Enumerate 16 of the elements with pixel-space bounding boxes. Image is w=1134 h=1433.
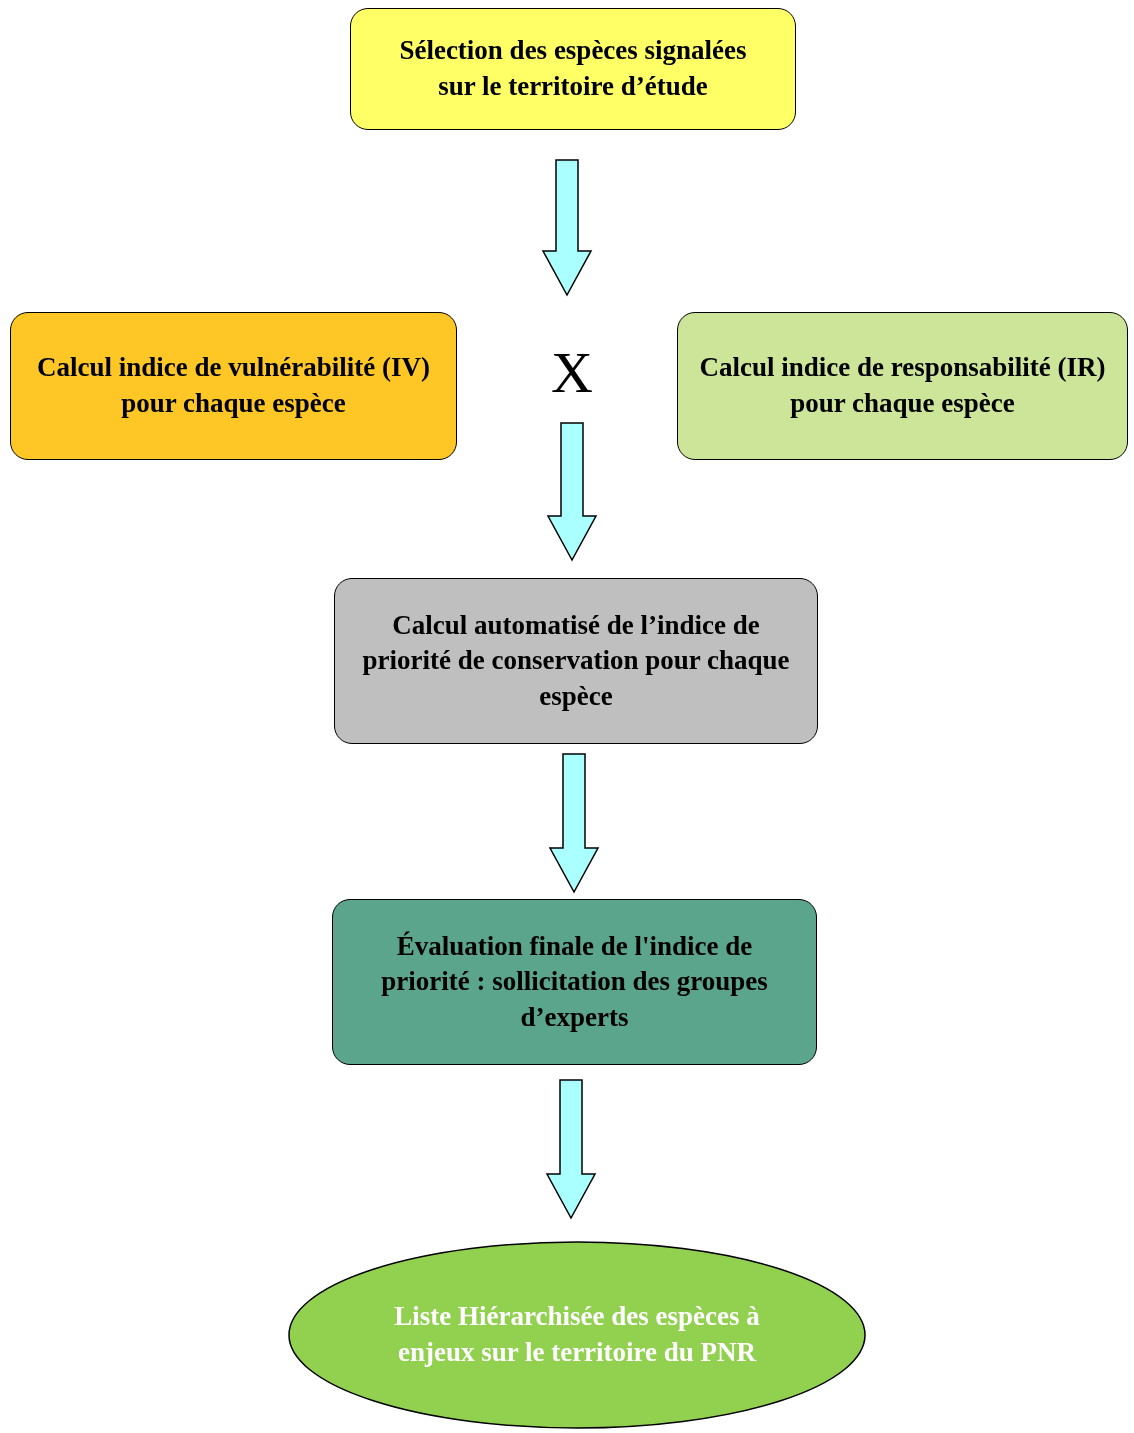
node-text: Calcul indice de responsabilité (IR) pour chaque espèce <box>698 351 1107 420</box>
process-box <box>10 312 457 460</box>
block-arrow <box>548 753 600 894</box>
block-arrow <box>546 422 598 562</box>
process-box <box>334 578 818 744</box>
block-arrow <box>545 1079 597 1220</box>
process-box <box>332 899 817 1065</box>
process-box <box>677 312 1128 460</box>
multiplication-sign: X <box>551 338 593 407</box>
node-text: Évaluation finale de l'indice de priorité : sollicitation des groupes d’experts <box>380 929 769 1034</box>
node-text: Calcul automatisé de l’indice de priorité de conservation pour chaque espèce <box>361 608 791 713</box>
block-arrow <box>541 159 593 297</box>
node-text: Liste Hiérarchisée des espèces à enjeux sur le territoire du PNR <box>393 1300 761 1369</box>
node-text: Sélection des espèces signalées sur le territoire d’étude <box>398 34 748 103</box>
node-text: Calcul indice de vulnérabilité (IV) pour chaque espèce <box>36 351 431 420</box>
process-box <box>350 8 796 130</box>
